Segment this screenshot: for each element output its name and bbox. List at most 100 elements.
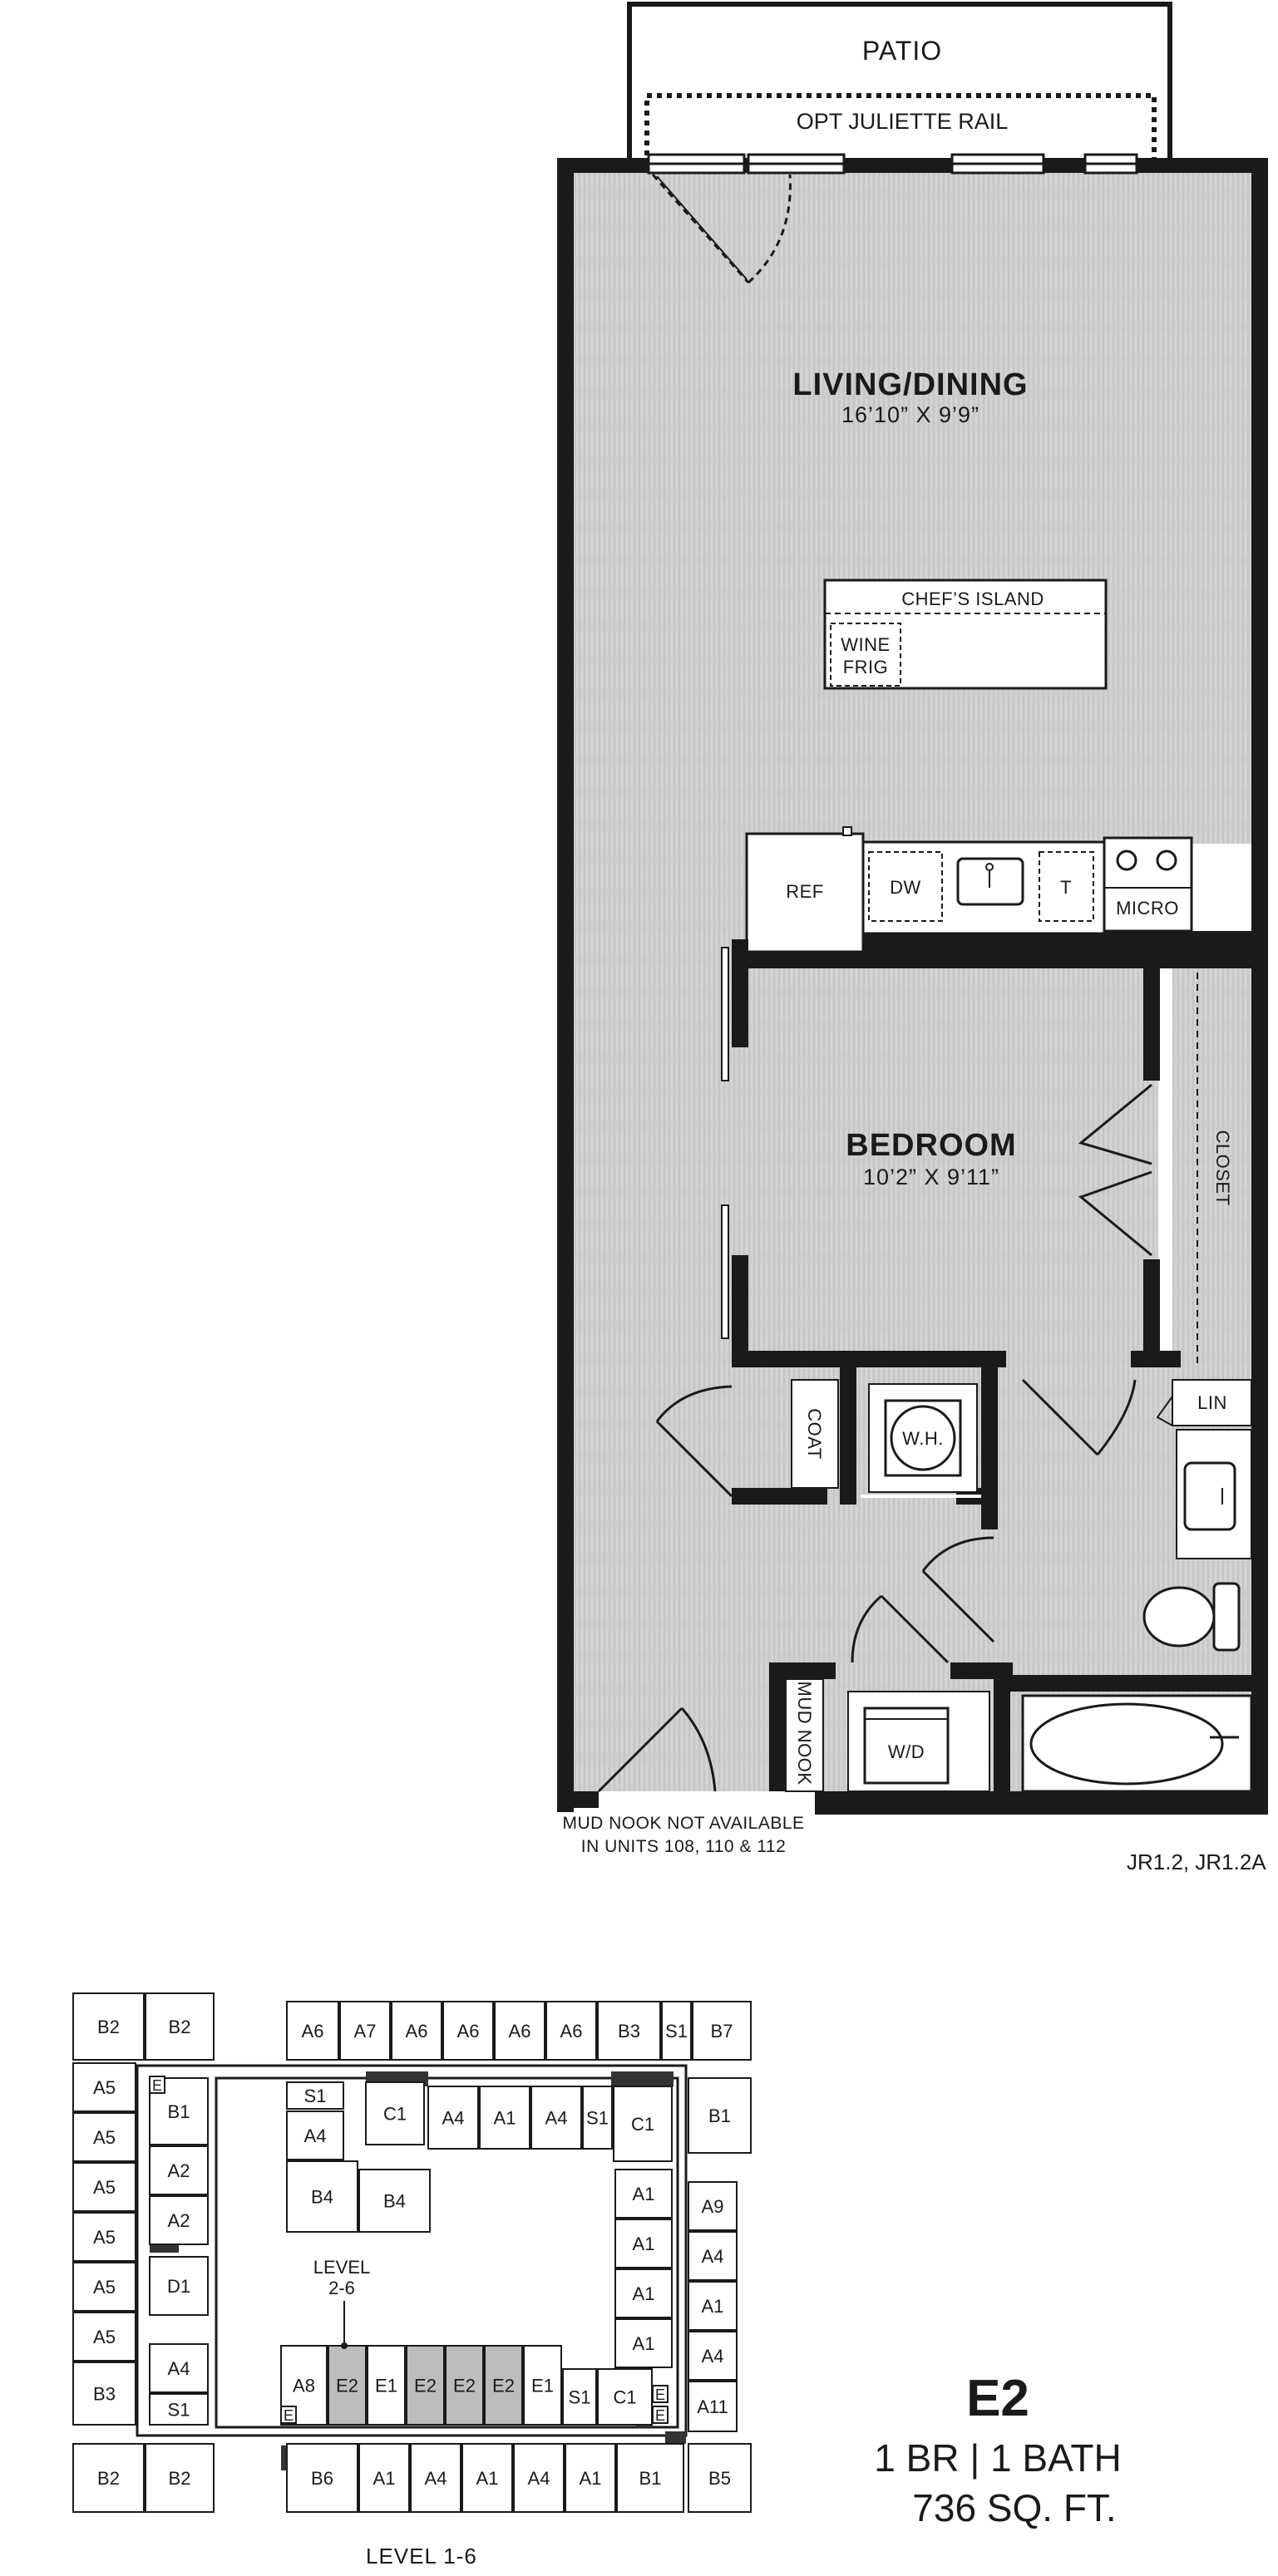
bath-sink <box>1183 1461 1236 1531</box>
site-unit-label: A4 <box>528 2468 550 2489</box>
site-unit-label: A4 <box>304 2125 327 2146</box>
site-unit-label: A6 <box>560 2021 583 2042</box>
site-unit-e4 <box>652 2406 669 2424</box>
site-unit-label: A6 <box>406 2021 428 2042</box>
site-unit-label: E1 <box>375 2376 397 2396</box>
site-unit-inl_a2a <box>149 2145 209 2195</box>
site-unit-ctr_c1b <box>613 2086 673 2162</box>
site-unit-b_b1 <box>616 2443 684 2513</box>
site-unit-left_b2 <box>72 2443 145 2513</box>
coat-door <box>655 1385 733 1498</box>
washer-dryer <box>863 1707 950 1785</box>
site-unit-top_a6d <box>494 2001 545 2061</box>
living-dining-label: LIVING/DINING <box>792 367 1028 402</box>
living-floor <box>574 170 1266 844</box>
level-marker-line-2: 2-6 <box>328 2278 355 2298</box>
exterior-wall-left <box>557 158 574 1812</box>
bath-door <box>1021 1378 1137 1456</box>
site-unit-label: B7 <box>711 2021 733 2042</box>
toilet <box>1142 1582 1241 1652</box>
site-unit-label: A4 <box>168 2358 190 2379</box>
site-unit-label: E <box>284 2407 294 2424</box>
site-unit-s_s1 <box>562 2368 597 2426</box>
site-unit-left_a5d <box>72 2212 136 2262</box>
site-unit-r_a1 <box>688 2281 738 2331</box>
ref-label: REF <box>786 881 824 902</box>
site-unit-label: A1 <box>373 2468 396 2489</box>
living-dining-dims: 16’10” X 9’9” <box>841 402 979 427</box>
site-unit-label: A6 <box>302 2021 324 2042</box>
refrigerator <box>745 832 865 953</box>
site-unit-label: A1 <box>633 2333 655 2354</box>
interior-walls <box>732 939 1251 1791</box>
site-unit-label: A5 <box>93 2077 116 2098</box>
site-unit-label: B3 <box>93 2384 116 2405</box>
juliette-rail-label: OPT JULIETTE RAIL <box>797 109 1009 134</box>
patio-label: PATIO <box>862 36 942 66</box>
site-unit-label: A4 <box>545 2108 568 2129</box>
dishwasher <box>868 851 943 922</box>
wd-label: W/D <box>888 1741 925 1762</box>
unit-floor-plan: PATIO OPT JULIETTE RAIL LIVING/DINING 16… <box>557 2 1268 1856</box>
site-unit-label: B5 <box>708 2468 731 2489</box>
closet-label: CLOSET <box>1212 1130 1233 1205</box>
wine-fridge <box>830 623 901 687</box>
site-unit-label: A2 <box>168 2210 190 2231</box>
site-unit-label: C1 <box>383 2104 407 2125</box>
site-unit-label: B3 <box>618 2021 640 2042</box>
hall-doors <box>851 1536 995 1664</box>
site-unit-label: A4 <box>702 2346 724 2367</box>
site-unit-r_a4a <box>688 2231 738 2281</box>
site-unit-b_a4b <box>513 2443 565 2513</box>
site-unit-label: B2 <box>97 2468 120 2489</box>
site-unit-r_b1 <box>688 2077 752 2154</box>
site-unit-top_s1 <box>661 2001 692 2061</box>
site-unit-b_a4a <box>410 2443 461 2513</box>
unit-area: 736 SQ. FT. <box>912 2486 1117 2529</box>
site-unit-s_c1 <box>597 2368 653 2426</box>
site-unit-label: A5 <box>93 2327 116 2347</box>
coat-label: COAT <box>804 1408 825 1459</box>
exterior-wall-bottom-left <box>557 1791 599 1808</box>
site-unit-label: B2 <box>169 2017 191 2037</box>
site-unit-ctr_b4b <box>358 2169 431 2233</box>
stair-block <box>611 2071 674 2086</box>
coat-closet <box>791 1379 839 1489</box>
site-unit-label: A5 <box>93 2277 116 2298</box>
unit-name: E2 <box>966 2370 1029 2427</box>
site-unit-inl_d1 <box>149 2256 209 2316</box>
site-unit-label: A5 <box>93 2127 116 2148</box>
unit-type: 1 BR | 1 BATH <box>874 2436 1122 2480</box>
site-unit-top_b2b <box>145 1992 215 2061</box>
site-plan-caption: LEVEL 1-6 <box>366 2544 477 2569</box>
site-unit-inl_a4 <box>149 2343 209 2393</box>
site-unit-e2 <box>280 2406 297 2424</box>
site-unit-ctr_a4 <box>286 2111 344 2160</box>
site-unit-label: E1 <box>531 2376 554 2396</box>
site-unit-label: E2 <box>453 2376 476 2396</box>
site-unit-r_a11 <box>688 2381 738 2432</box>
bedroom-label: BEDROOM <box>846 1128 1016 1163</box>
level-marker: LEVEL 2-6 <box>313 2257 370 2349</box>
site-unit-e1 <box>149 2076 165 2094</box>
site-unit-left_a5e <box>72 2262 136 2312</box>
site-unit-e3 <box>652 2385 669 2403</box>
site-unit-label: A1 <box>633 2283 655 2304</box>
closet-floor <box>1172 968 1251 1367</box>
site-unit-label: A6 <box>509 2021 531 2042</box>
linen-closet <box>1172 1379 1252 1426</box>
site-unit-b_a1c <box>565 2443 616 2513</box>
exterior-wall-bottom-right <box>815 1791 1268 1815</box>
site-unit-label: A5 <box>93 2227 116 2248</box>
site-unit-b_a1b <box>461 2443 513 2513</box>
site-unit-label: A1 <box>633 2234 655 2254</box>
site-unit-label: C1 <box>631 2114 654 2135</box>
site-unit-label: E <box>152 2077 162 2094</box>
site-unit-label: A1 <box>476 2468 499 2489</box>
site-unit-ctr_s1 <box>286 2081 344 2110</box>
bedroom-pocket-door-top <box>721 947 729 1081</box>
site-unit-label: A6 <box>457 2021 480 2042</box>
site-unit-label: B1 <box>639 2468 662 2489</box>
mud-nook-note-line-1: MUD NOOK NOT AVAILABLE <box>562 1814 804 1833</box>
